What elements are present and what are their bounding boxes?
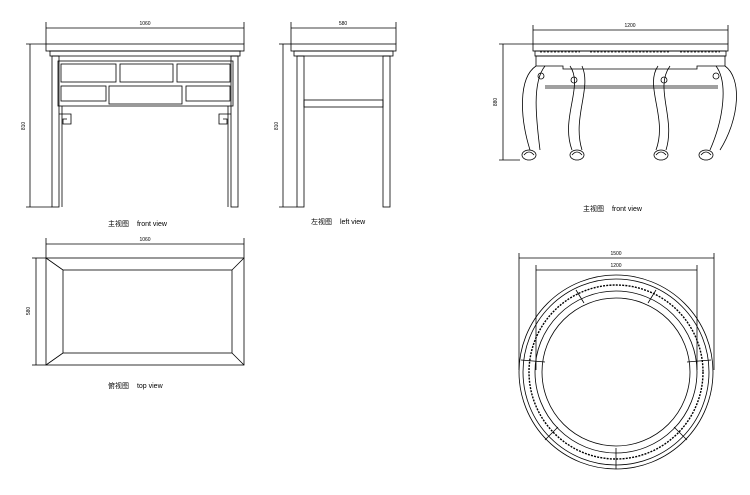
top-view — [32, 238, 245, 366]
svg-text:左视图 left view: 左视图 left view — [311, 217, 366, 226]
svg-text:俯视图 top view: 俯视图 top view — [108, 381, 164, 390]
svg-text:主视图 front view: 主视图 front view — [108, 219, 168, 228]
left-height-label: 810 — [274, 122, 280, 131]
svg-text:主视图 front view: 主视图 front view — [583, 204, 643, 213]
round-outer-dimension — [518, 253, 715, 370]
front-height-dimension — [26, 43, 52, 208]
round-front-caption-en: front view — [612, 206, 643, 213]
round-outer-label: 1500 — [610, 251, 621, 257]
round-top-view — [518, 253, 715, 470]
round-front-height-dimension — [499, 43, 533, 161]
top-width-dimension — [45, 238, 245, 258]
round-inner-label: 1200 — [610, 263, 621, 269]
front-width-dimension — [45, 22, 245, 44]
round-inner-dimension — [535, 265, 698, 370]
round-front-width-dimension — [532, 25, 729, 44]
front-view-round-table — [499, 25, 737, 161]
top-view-caption-en: top view — [137, 383, 164, 390]
top-height-label: 580 — [26, 307, 32, 316]
left-view-caption-en: left view — [340, 219, 366, 226]
round-front-caption-cn: 主视图 — [583, 204, 604, 213]
left-view — [279, 22, 397, 208]
front-view-caption-cn: 主视图 — [108, 219, 129, 228]
left-view-caption-cn: 左视图 — [311, 217, 332, 226]
front-view-rect-table — [26, 22, 245, 208]
left-height-dimension — [279, 43, 297, 208]
top-width-label: 1060 — [139, 237, 150, 243]
top-view-caption-cn: 俯视图 — [108, 381, 129, 390]
left-width-dimension — [290, 22, 397, 44]
front-view-caption-en: front view — [137, 221, 168, 228]
carved-ring-pattern — [528, 284, 704, 460]
top-height-dimension — [32, 257, 46, 366]
round-front-width-label: 1200 — [624, 23, 635, 29]
round-front-height-label: 880 — [493, 98, 499, 107]
front-width-label: 1060 — [139, 21, 150, 27]
front-height-label: 810 — [21, 122, 27, 131]
left-width-label: 580 — [339, 21, 348, 27]
